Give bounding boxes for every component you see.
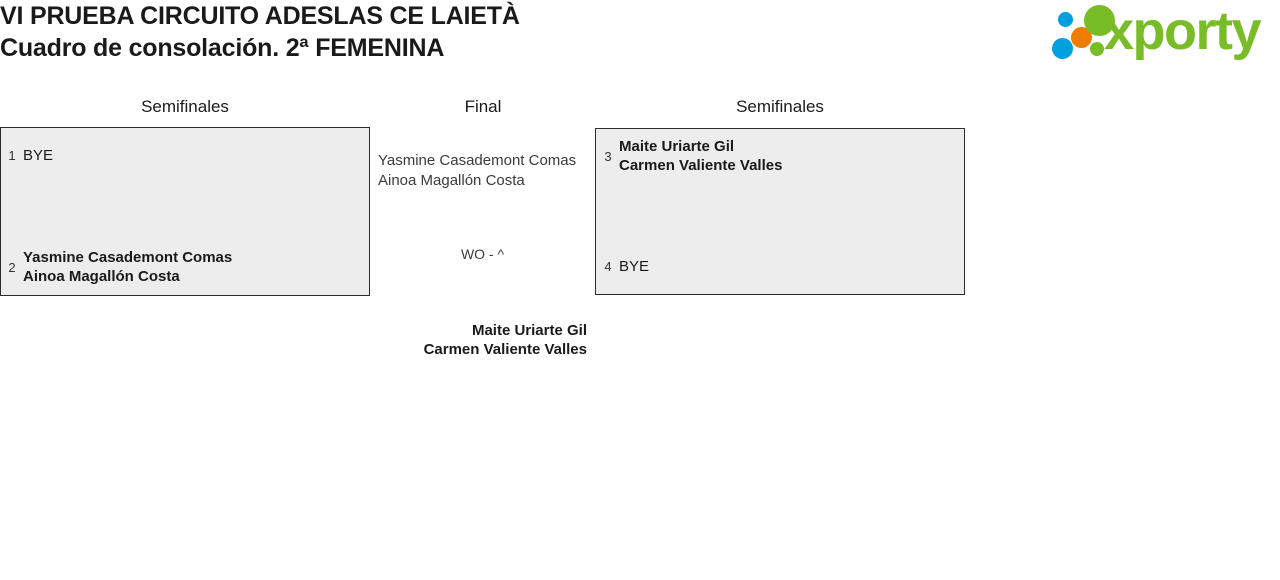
- team-names: Maite Uriarte Gil Carmen Valiente Valles: [619, 137, 782, 175]
- player-name: Maite Uriarte Gil: [471, 322, 587, 339]
- player-name: Ainoa Magallón Costa: [378, 172, 525, 189]
- seed-number: 3: [604, 148, 612, 164]
- logo-dot-green-large-icon: [1084, 5, 1115, 36]
- player-name: Yasmine Casademont Comas: [378, 152, 577, 169]
- draw-subtitle: Cuadro de consolación. 2ª FEMENINA: [0, 34, 445, 62]
- champion-entry[interactable]: Maite Uriarte Gil Carmen Valiente Valles: [330, 321, 587, 359]
- round-header-final: Final: [464, 97, 502, 116]
- logo-dot-blue-small-icon: [1058, 12, 1073, 27]
- player-name: Yasmine Casademont Comas: [23, 249, 233, 266]
- team-names: BYE: [619, 257, 649, 276]
- team-names: Yasmine Casademont Comas Ainoa Magallón …: [23, 248, 232, 286]
- player-name: Maite Uriarte Gil: [619, 138, 735, 155]
- final-finalist-entry[interactable]: Yasmine Casademont Comas Ainoa Magallón …: [378, 151, 595, 191]
- player-name: BYE: [23, 147, 54, 164]
- player-name: BYE: [619, 258, 650, 275]
- match-box-semifinal-left[interactable]: [0, 127, 370, 296]
- table-row[interactable]: 1 BYE: [1, 146, 53, 165]
- logo-dot-green-small-icon: [1090, 42, 1104, 56]
- round-header-semifinal-left: Semifinales: [141, 97, 229, 116]
- xporty-logo[interactable]: xporty: [1046, 1, 1278, 62]
- logo-dots-icon: [1046, 2, 1116, 60]
- table-row[interactable]: 4 BYE: [597, 257, 649, 276]
- seed-number: 2: [8, 259, 16, 275]
- seed-number: 4: [604, 259, 612, 274]
- match-box-semifinal-right[interactable]: [595, 128, 965, 295]
- round-header-semifinal-right: Semifinales: [736, 97, 824, 116]
- seed-number: 1: [8, 148, 16, 163]
- logo-dot-orange-icon: [1071, 27, 1092, 48]
- table-row[interactable]: 2 Yasmine Casademont Comas Ainoa Magalló…: [1, 248, 232, 286]
- logo-wordmark: xporty: [1104, 1, 1262, 61]
- player-name: Carmen Valiente Valles: [423, 341, 587, 358]
- player-name: Ainoa Magallón Costa: [23, 268, 180, 285]
- final-score: WO - ^: [460, 246, 505, 262]
- logo-dot-blue-large-icon: [1052, 38, 1073, 59]
- team-names: BYE: [23, 146, 53, 165]
- page-title: VI PRUEBA CIRCUITO ADESLAS CE LAIETÀ Cua…: [0, 0, 1000, 64]
- player-name: Carmen Valiente Valles: [619, 157, 783, 174]
- tournament-name: VI PRUEBA CIRCUITO ADESLAS CE LAIETÀ: [0, 2, 520, 30]
- table-row[interactable]: 3 Maite Uriarte Gil Carmen Valiente Vall…: [597, 137, 782, 175]
